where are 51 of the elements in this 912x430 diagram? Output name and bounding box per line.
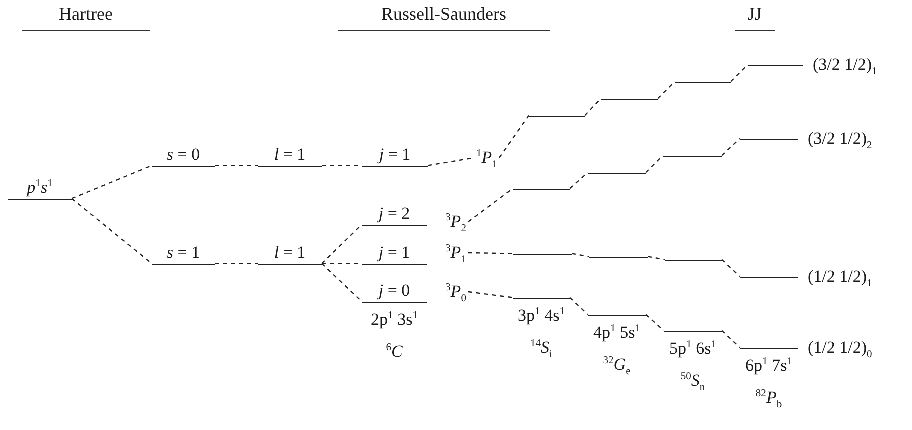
dashed-connector xyxy=(72,165,152,200)
dashed-connector xyxy=(498,115,530,158)
dashed-connector xyxy=(730,64,748,82)
column-heading: Hartree xyxy=(22,4,150,31)
coupling-label: (3/2 1/2)$_{2}$ xyxy=(808,128,872,148)
dashed-connector xyxy=(722,259,740,278)
dashed-connector xyxy=(215,165,258,166)
configuration-label: 3p$^{1}$ 4s$^{1}$ xyxy=(518,306,565,326)
column-heading: Russell-Saunders xyxy=(338,4,550,31)
configuration-label: $^{82}$P$_{b}$ xyxy=(756,388,782,408)
term-symbol: $^{3}$P$_{0}$ xyxy=(444,282,468,302)
column-heading: JJ xyxy=(735,4,775,31)
configuration-label: $^{32}$G$_{e}$ xyxy=(603,354,631,374)
dashed-connector xyxy=(322,263,362,302)
dashed-connector xyxy=(468,252,514,254)
energy-level xyxy=(8,176,72,200)
configuration-label: 2p$^{1}$ 3s$^{1}$ xyxy=(371,310,418,330)
term-symbol: $^{3}$P$_{2}$ xyxy=(444,212,468,232)
coupling-label: (3/2 1/2)$_{1}$ xyxy=(813,54,878,74)
configuration-label: 5p$^{1}$ 6s$^{1}$ xyxy=(670,338,716,358)
configuration-label: $^{14}$S$_{i}$ xyxy=(530,338,552,358)
configuration-label: $^{50}$S$_{n}$ xyxy=(680,370,706,390)
coupling-label: (1/2 1/2)$_{1}$ xyxy=(808,266,872,286)
level-label: s = 1 xyxy=(166,244,200,264)
level-label: j = 2 xyxy=(378,204,410,224)
term-symbol: $^{3}$P$_{1}$ xyxy=(444,243,468,263)
dashed-connector xyxy=(722,138,740,156)
level-label: j = 1 xyxy=(378,244,410,264)
level-label: j = 1 xyxy=(379,146,411,166)
dashed-connector xyxy=(570,297,588,316)
dashed-connector xyxy=(648,256,666,260)
level-label: p$^{1}$s$^{1}$ xyxy=(27,178,53,198)
level-label: l = 1 xyxy=(274,146,306,166)
dashed-connector xyxy=(658,81,676,100)
dashed-connector xyxy=(646,155,664,174)
term-symbol: $^{1}$P$_{1}$ xyxy=(474,148,500,168)
level-label: s = 0 xyxy=(166,146,200,166)
level-label: l = 1 xyxy=(274,244,306,264)
coupling-label: (1/2 1/2)$_{0}$ xyxy=(808,338,872,358)
dashed-connector xyxy=(572,253,590,258)
dashed-connector xyxy=(468,188,514,222)
configuration-label: 6p$^{1}$ 7s$^{1}$ xyxy=(746,356,792,376)
dashed-connector xyxy=(72,198,152,264)
dashed-connector xyxy=(215,263,258,264)
dashed-connector xyxy=(722,330,740,348)
configuration-label: $^{6}$C xyxy=(386,342,403,362)
level-label: j = 0 xyxy=(378,282,410,302)
dashed-connector xyxy=(584,98,602,116)
dashed-connector xyxy=(468,291,514,298)
configuration-label: 4p$^{1}$ 5s$^{1}$ xyxy=(594,322,640,342)
dashed-connector xyxy=(322,224,362,264)
